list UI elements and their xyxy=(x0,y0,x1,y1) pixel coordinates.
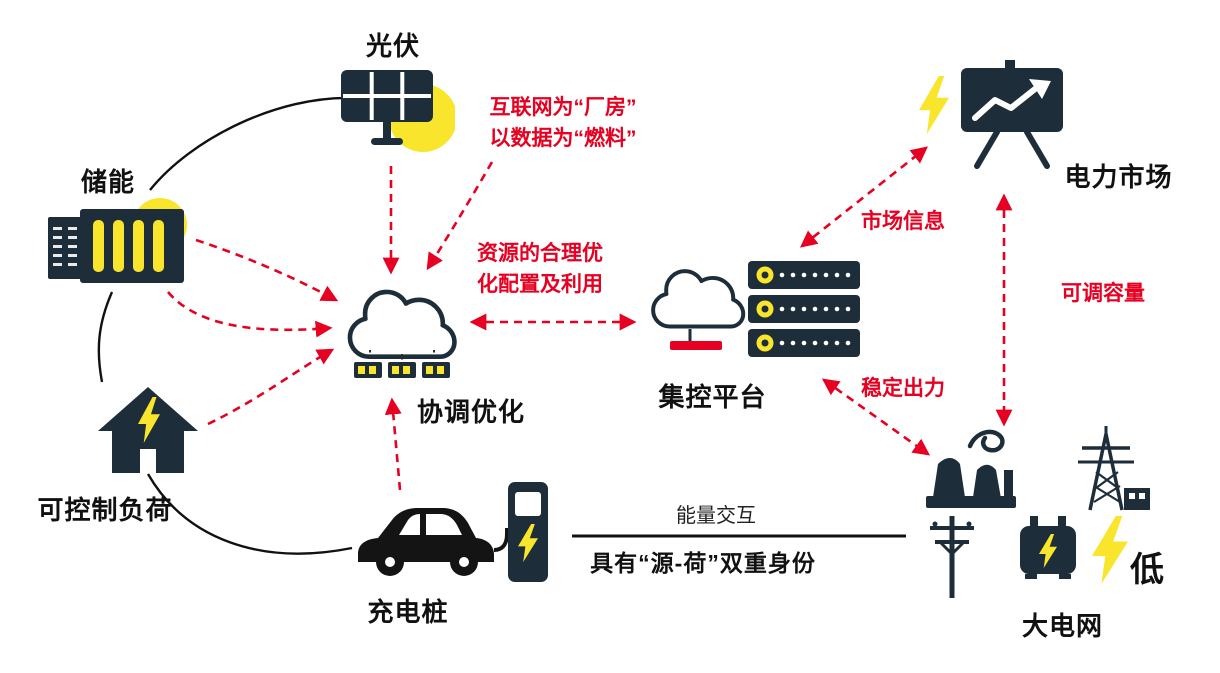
internet-annotation: 互联网为“厂房” 以数据为“燃料” xyxy=(468,92,658,154)
red-dashed-arrows xyxy=(167,146,1013,491)
resource-annotation-line2: 化配置及利用 xyxy=(477,273,603,296)
energy-interaction-label: 能量交互 xyxy=(676,505,756,527)
battery-storage-icon xyxy=(48,198,187,283)
load-label: 可控制负荷 xyxy=(37,495,173,525)
dual-identity-label: 具有“源-荷”双重身份 xyxy=(590,550,816,576)
power-grid-group xyxy=(926,426,1150,598)
utility-pole-icon xyxy=(930,516,974,598)
battery-slats xyxy=(93,220,164,272)
chart-arrowhead xyxy=(1029,79,1051,99)
ev-charging-group xyxy=(358,482,548,582)
smoke-swirl xyxy=(967,429,1005,453)
market-board-icon xyxy=(919,60,1063,169)
arc-load-charger xyxy=(146,473,353,555)
transformer-icon xyxy=(1020,516,1076,579)
stable-output-annotation: 稳定出力 xyxy=(861,377,945,400)
resource-annotation-line1: 资源的合理优 xyxy=(477,242,603,265)
server-stack xyxy=(748,261,860,357)
low-capacity-bolt-icon xyxy=(1092,516,1128,584)
charging-cable xyxy=(493,528,509,552)
ev-car-icon xyxy=(358,508,494,576)
arrow-storage-to-coordination xyxy=(195,238,339,302)
chart-line xyxy=(972,86,1038,121)
arrow-left-to-coordination xyxy=(167,291,333,338)
house-door xyxy=(140,449,156,473)
battery-cells xyxy=(354,362,450,378)
board-body xyxy=(961,68,1063,132)
link-dashes xyxy=(369,350,435,360)
arc-storage-load xyxy=(97,291,114,383)
coordination-label: 协调优化 xyxy=(416,397,525,427)
power-plant-icon xyxy=(926,429,1016,508)
house-load-icon xyxy=(98,387,198,473)
internet-annotation-line1: 互联网为“厂房” xyxy=(489,96,637,119)
lightning-bolt-icon xyxy=(919,76,949,134)
cloud-coordination-icon xyxy=(342,278,462,378)
charging-station-icon xyxy=(508,482,548,582)
market-info-annotation: 市场信息 xyxy=(861,210,945,233)
station-screen xyxy=(515,492,541,516)
arrow-charger-to-coordination xyxy=(384,397,402,491)
platform-label: 集控平台 xyxy=(658,382,767,412)
arrow-platform-grid xyxy=(821,378,931,456)
internet-annotation-line2: 以数据为“燃料” xyxy=(489,127,637,150)
low-label: 低 xyxy=(1130,551,1164,589)
arc-pv-storage xyxy=(149,96,353,191)
arrow-internet-to-coordination xyxy=(426,161,494,271)
adjustable-capacity-annotation: 可调容量 xyxy=(1061,282,1145,305)
solar-panel-icon xyxy=(341,70,455,152)
transmission-tower-icon xyxy=(1078,426,1150,511)
grid-label: 大电网 xyxy=(1021,611,1103,641)
market-label: 电力市场 xyxy=(1064,162,1173,192)
pv-label: 光伏 xyxy=(365,31,420,61)
resource-annotation: 资源的合理优 化配置及利用 xyxy=(455,238,625,300)
charger-label: 充电桩 xyxy=(367,597,449,627)
arrow-load-to-coordination xyxy=(207,348,335,426)
cloud-server-platform-icon xyxy=(651,261,860,357)
black-arc-connectors xyxy=(97,96,353,555)
red-connector-bar xyxy=(670,341,722,350)
arrow-platform-market xyxy=(800,146,928,248)
storage-label: 储能 xyxy=(80,167,135,197)
